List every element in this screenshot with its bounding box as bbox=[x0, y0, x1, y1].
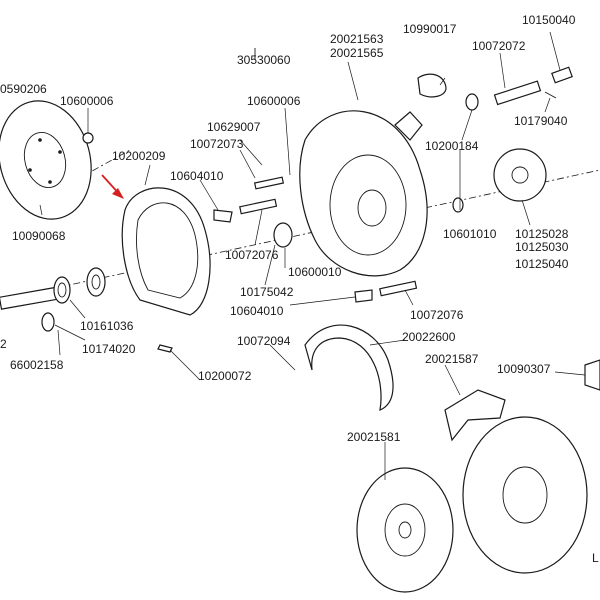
label-10150040: 10150040 bbox=[522, 13, 576, 27]
label-2: 2 bbox=[0, 337, 7, 351]
clamp-10990017[interactable] bbox=[417, 73, 447, 98]
nut-10604010-b[interactable] bbox=[354, 289, 373, 303]
label-66002158: 66002158 bbox=[10, 358, 64, 372]
label-10200184: 10200184 bbox=[425, 139, 479, 153]
label-10604010-bottom: 10604010 bbox=[230, 304, 284, 318]
label-10175042: 10175042 bbox=[240, 285, 294, 299]
label-10072076-b: 10072076 bbox=[410, 308, 464, 322]
label-10174020: 10174020 bbox=[82, 342, 136, 356]
label-10200072: 10200072 bbox=[198, 369, 252, 383]
label-10125040: 10125040 bbox=[515, 257, 569, 271]
label-10600006-left: 10600006 bbox=[60, 94, 114, 108]
part-10090307[interactable] bbox=[584, 359, 600, 391]
label-20022600: 20022600 bbox=[402, 330, 456, 344]
label-20021563: 20021563 bbox=[330, 32, 384, 46]
label-20021581: 20021581 bbox=[347, 430, 401, 444]
label-10990017: 10990017 bbox=[403, 22, 457, 36]
ring-10174020[interactable] bbox=[41, 312, 55, 332]
label-10179040: 10179040 bbox=[514, 114, 568, 128]
shaft-10072072[interactable] bbox=[493, 80, 542, 106]
label-10629007: 10629007 bbox=[207, 120, 261, 134]
label-10072072: 10072072 bbox=[472, 39, 526, 53]
label-10200209: 10200209 bbox=[112, 149, 166, 163]
label-10072094: 10072094 bbox=[237, 334, 291, 348]
label-10604010-top: 10604010 bbox=[170, 169, 224, 183]
washer-10601010[interactable] bbox=[452, 197, 464, 213]
sprocket-10125028[interactable] bbox=[493, 148, 547, 202]
leader-lines bbox=[39, 31, 586, 480]
disc-10090068[interactable] bbox=[0, 90, 104, 229]
bolt-10072076-b[interactable] bbox=[379, 280, 418, 297]
label-10161036: 10161036 bbox=[80, 319, 134, 333]
pin-10179040[interactable] bbox=[544, 91, 557, 99]
strip-20022600[interactable] bbox=[304, 324, 394, 411]
label-10600010: 10600010 bbox=[288, 265, 342, 279]
bearing-10161036-b[interactable] bbox=[86, 267, 106, 297]
seed-disc[interactable] bbox=[462, 416, 588, 574]
nut-10600006-left[interactable] bbox=[82, 132, 94, 144]
label-10090068: 10090068 bbox=[12, 229, 66, 243]
label-10090307: 10090307 bbox=[497, 362, 551, 376]
label-10590206: 0590206 bbox=[0, 82, 47, 96]
red-arrowhead bbox=[112, 188, 124, 199]
spring-10150040[interactable] bbox=[551, 66, 573, 84]
label-10601010: 10601010 bbox=[443, 227, 497, 241]
bolt-10072076-a[interactable] bbox=[239, 198, 278, 215]
bushing-10200184[interactable] bbox=[465, 93, 479, 111]
label-10600006-mid: 10600006 bbox=[247, 94, 301, 108]
impeller-20021581[interactable] bbox=[356, 467, 454, 593]
housing-20021563[interactable] bbox=[299, 110, 428, 277]
label-20021565: 20021565 bbox=[330, 46, 384, 60]
label-10125030: 10125030 bbox=[515, 240, 569, 254]
bolt-10072073[interactable] bbox=[253, 176, 285, 190]
label-10125028: 10125028 bbox=[515, 227, 569, 241]
bearing-10161036-a[interactable] bbox=[53, 276, 71, 304]
label-20021587: 20021587 bbox=[425, 352, 479, 366]
label-10072073: 10072073 bbox=[190, 137, 244, 151]
clip-10175042[interactable] bbox=[273, 222, 293, 248]
label-10072076-a: 10072076 bbox=[225, 248, 279, 262]
plate-10200209[interactable] bbox=[121, 187, 211, 316]
shaft-66002158[interactable] bbox=[0, 286, 62, 310]
pin-10200072[interactable] bbox=[157, 344, 173, 353]
label-edge-l: L bbox=[592, 551, 599, 565]
bracket-20021587[interactable] bbox=[444, 389, 506, 442]
label-30530060: 30530060 bbox=[237, 53, 291, 67]
nut-10604010-a[interactable] bbox=[213, 209, 233, 223]
